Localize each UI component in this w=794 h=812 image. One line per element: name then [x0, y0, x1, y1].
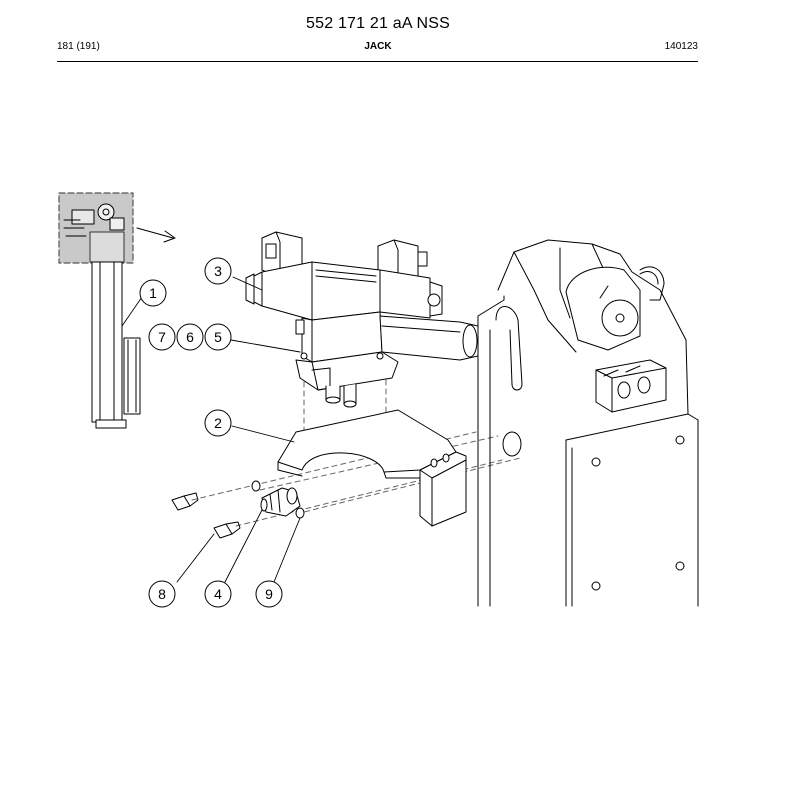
callout-3: 3 — [204, 257, 232, 285]
callout-7: 7 — [148, 323, 176, 351]
callout-8: 8 — [148, 580, 176, 608]
document-number: 552 171 21 aA NSS — [306, 15, 450, 32]
overview-thumbnail — [58, 192, 176, 429]
callout-2-label: 2 — [214, 415, 222, 431]
mounting-bracket — [277, 409, 467, 527]
callout-1-label: 1 — [149, 285, 157, 301]
header-rule — [57, 61, 698, 62]
callout-8-label: 8 — [158, 586, 166, 602]
callout-9: 9 — [255, 580, 283, 608]
callout-2: 2 — [204, 409, 232, 437]
callout-5: 5 — [204, 323, 232, 351]
callout-4-label: 4 — [214, 586, 222, 602]
valve-assembly — [245, 231, 479, 408]
date-code: 140123 — [664, 41, 698, 52]
callout-7-label: 7 — [158, 329, 166, 345]
leader-lines — [121, 276, 301, 583]
jack-mast — [477, 239, 699, 607]
callout-6-label: 6 — [186, 329, 194, 345]
callout-5-label: 5 — [214, 329, 222, 345]
fasteners — [171, 480, 305, 539]
callout-3-label: 3 — [214, 263, 222, 279]
section-title: JACK — [364, 41, 392, 52]
callout-1: 1 — [139, 279, 167, 307]
callout-4: 4 — [204, 580, 232, 608]
page-reference: 181 (191) — [57, 41, 100, 52]
callout-6: 6 — [176, 323, 204, 351]
callout-9-label: 9 — [265, 586, 273, 602]
